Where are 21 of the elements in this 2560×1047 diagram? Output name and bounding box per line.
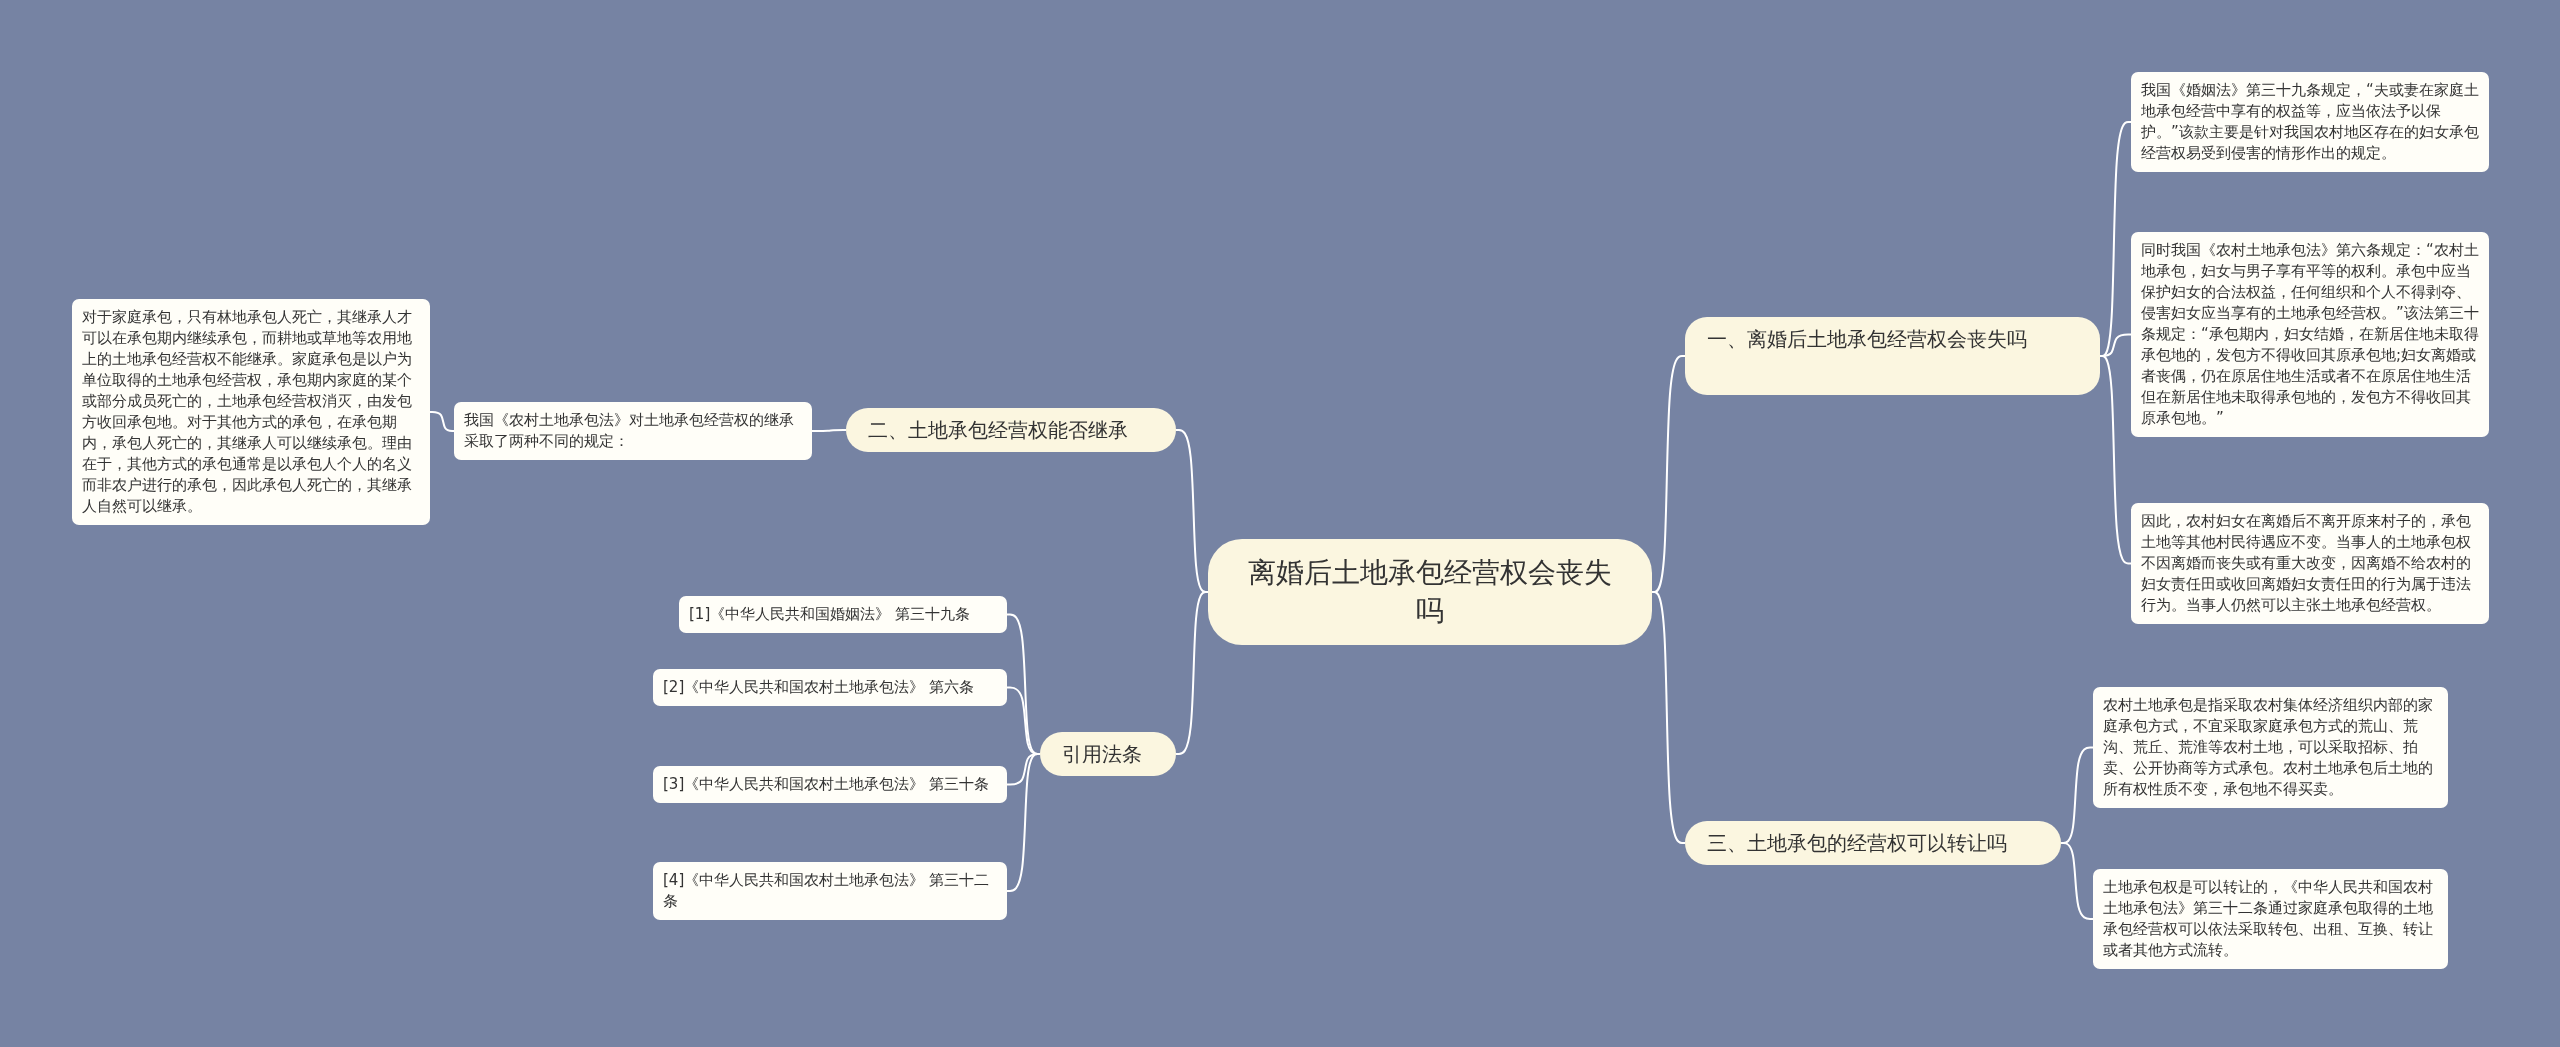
note-card: [1]《中华人民共和国婚姻法》 第三十九条 (679, 596, 1007, 633)
note-card: 我国《农村土地承包法》对土地承包经营权的继承采取了两种不同的规定： (454, 402, 812, 460)
topic-pill: 引用法条 (1040, 732, 1176, 776)
topic-pill: 三、土地承包的经营权可以转让吗 (1685, 821, 2061, 865)
note-card: 土地承包权是可以转让的，《中华人民共和国农村土地承包法》第三十二条通过家庭承包取得的土地承包经营权可以依法采取转包、出租、互换、转让或者其他方式流转。 (2093, 869, 2448, 969)
connector-line (429, 411, 455, 432)
connector-line (1651, 591, 1686, 844)
note-card: 农村土地承包是指采取农村集体经济组织内部的家庭承包方式，不宜采取家庭承包方式的荒山、荒沟、荒丘、荒淮等农村土地，可以采取招标、拍卖、公开协商等方式承包。农村土地承包后土地的所有权性质不变，承包地不得买卖。 (2093, 687, 2448, 808)
note-card: 对于家庭承包，只有林地承包人死亡，其继承人才可以在承包期内继续承包，而耕地或草地等农用地上的土地承包经营权不能继承。家庭承包是以户为单位取得的土地承包经营权，承包期内家庭的某个或部分成员死亡的，土地承包经营权消灭，由发包方收回承包地。对于其他方式的承包，在承包期内，承包人死亡的，其继承人可以继续承包。理由在于，其他方式的承包通常是以承包人个人的名义而非农户进行的承包，因此承包人死亡的，其继承人自然可以继承。 (72, 299, 430, 525)
connector-line (2099, 355, 2132, 565)
connector-line (811, 429, 847, 432)
note-card: 同时我国《农村土地承包法》第六条规定：“农村土地承包，妇女与男子享有平等的权利。承包中应当保护妇女的合法权益，任何组织和个人不得剥夺、侵害妇女应当享有的土地承包经营权。”该法第三十条规定：“承包期内，妇女结婚，在新居住地未取得承包地的，发包方不得收回其原承包地;妇女离婚或者丧偶，仍在原居住地生活或者不在原居住地生活但在新居住地未取得承包地的，发包方不得收回其原承包地。” (2131, 232, 2489, 437)
note-card: 我国《婚姻法》第三十九条规定，“夫或妻在家庭土地承包经营中享有的权益等，应当依法予以保护。”该款主要是针对我国农村地区存在的妇女承包经营权易受到侵害的情形作出的规定。 (2131, 72, 2489, 172)
connector-line (1175, 591, 1209, 755)
note-card: [3]《中华人民共和国农村土地承包法》 第三十条 (653, 766, 1007, 803)
note-card: [4]《中华人民共和国农村土地承包法》 第三十二条 (653, 862, 1007, 920)
topic-pill: 二、土地承包经营权能否继承 (846, 408, 1176, 452)
topic-pill: 一、离婚后土地承包经营权会丧失吗 (1685, 317, 2100, 395)
central-topic: 离婚后土地承包经营权会丧失吗 (1208, 539, 1652, 645)
note-card: [2]《中华人民共和国农村土地承包法》 第六条 (653, 669, 1007, 706)
note-card: 因此，农村妇女在离婚后不离开原来村子的，承包土地等其他村民待遇应不变。当事人的土地承包权不因离婚而丧失或有重大改变，因离婚不给农村的妇女责任田或收回离婚妇女责任田的行为属于违法行为。当事人仍然可以主张土地承包经营权。 (2131, 503, 2489, 624)
